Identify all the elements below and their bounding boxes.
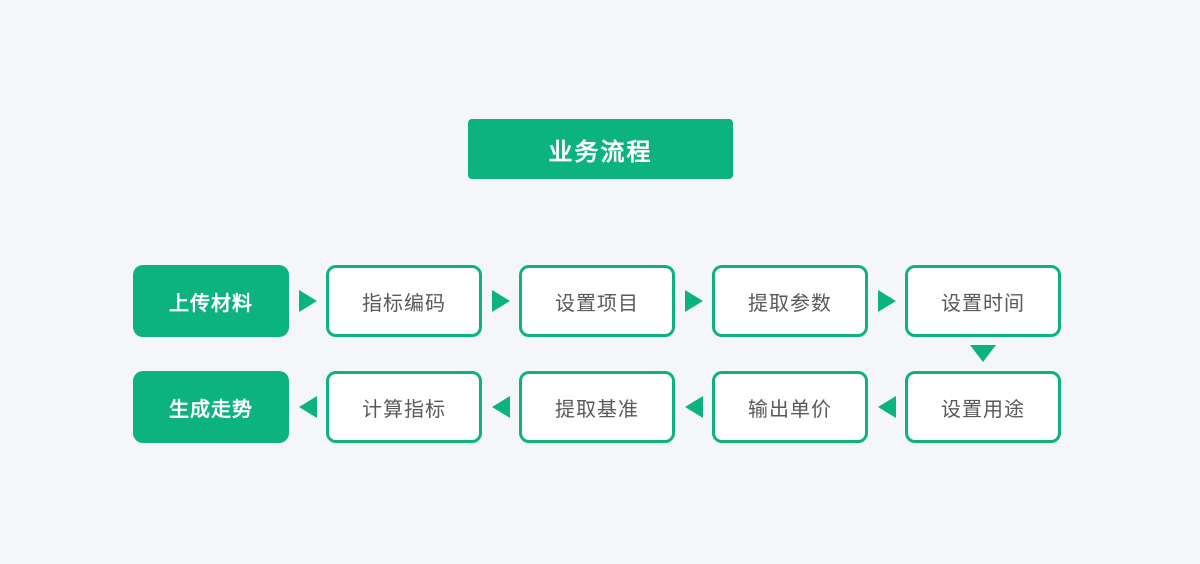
node-extract-baseline: 提取基准 [519, 371, 675, 443]
flow-row-top: 上传材料 指标编码 设置项目 提取参数 设置时间 [133, 265, 1061, 337]
arrow-left-icon [675, 396, 712, 418]
arrow-right-icon [868, 290, 905, 312]
node-upload-materials: 上传材料 [133, 265, 289, 337]
node-label: 设置时间 [941, 292, 1025, 315]
diagram-title: 业务流程 [468, 119, 733, 179]
diagram-title-label: 业务流程 [548, 138, 653, 166]
node-label: 设置项目 [555, 292, 639, 315]
node-set-project: 设置项目 [519, 265, 675, 337]
flow-row-bottom: 生成走势 计算指标 提取基准 输出单价 设置用途 [133, 371, 1061, 443]
node-label: 提取参数 [748, 292, 832, 315]
node-output-unit-price: 输出单价 [712, 371, 868, 443]
node-extract-parameters: 提取参数 [712, 265, 868, 337]
node-set-time: 设置时间 [905, 265, 1061, 337]
node-label: 上传材料 [169, 292, 253, 315]
arrow-right-icon [482, 290, 519, 312]
arrow-right-icon [289, 290, 326, 312]
node-label: 输出单价 [748, 398, 832, 421]
node-label: 设置用途 [941, 398, 1025, 421]
node-label: 生成走势 [169, 398, 253, 421]
node-label: 提取基准 [555, 398, 639, 421]
arrow-left-icon [289, 396, 326, 418]
arrow-down-icon [970, 345, 996, 362]
arrow-right-icon [675, 290, 712, 312]
node-indicator-coding: 指标编码 [326, 265, 482, 337]
arrow-left-icon [482, 396, 519, 418]
node-calculate-indicator: 计算指标 [326, 371, 482, 443]
node-label: 计算指标 [362, 398, 446, 421]
node-set-purpose: 设置用途 [905, 371, 1061, 443]
node-label: 指标编码 [362, 292, 446, 315]
arrow-left-icon [868, 396, 905, 418]
node-generate-trend: 生成走势 [133, 371, 289, 443]
